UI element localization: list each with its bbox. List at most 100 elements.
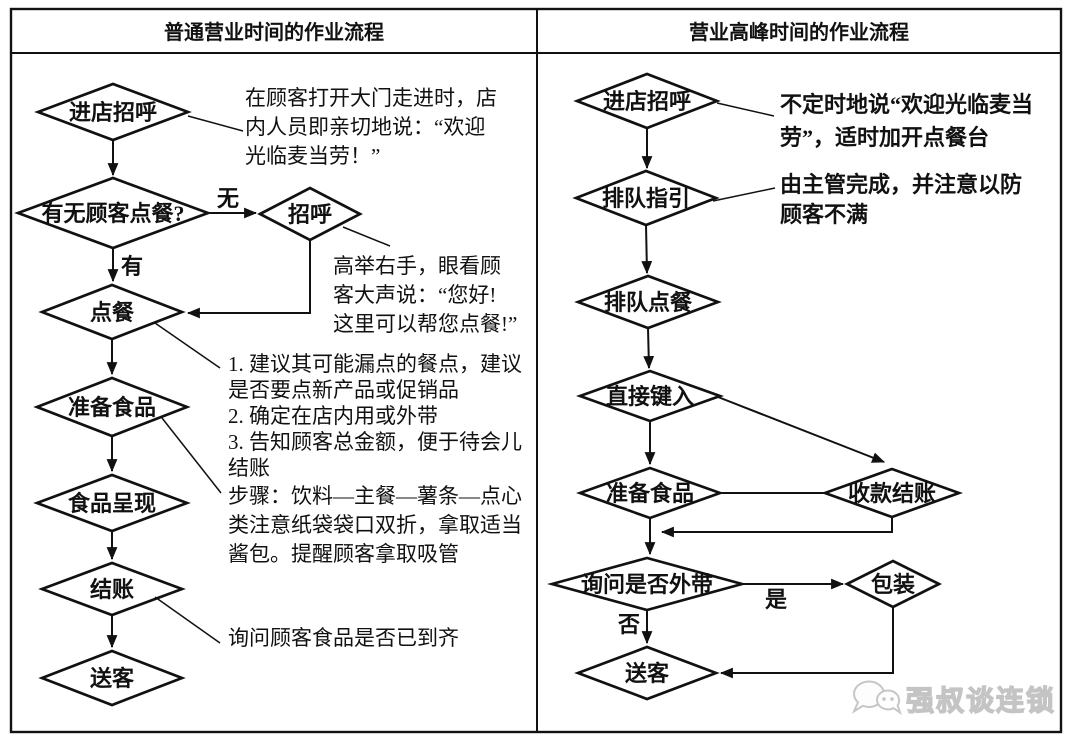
- annotation-line: 内人员即亲切地说：“欢迎: [245, 115, 485, 139]
- diamond-shape: [34, 82, 192, 142]
- annotation-call: 高举右手，眼看顾客大声说：“您好! 这里可以帮您点餐!”: [333, 254, 517, 336]
- annotation-line: 由主管完成，并注意以防: [780, 172, 1022, 197]
- annotation-line: 不定时地说“欢迎光临麦当: [780, 92, 1033, 117]
- annotation-line: 1. 建议其可能漏点的餐点，建议: [228, 352, 522, 376]
- node-take-order: 点餐: [38, 283, 186, 341]
- diamond-shape: [575, 369, 725, 423]
- node-label: 准备食品: [68, 395, 156, 420]
- node-checkout: 结账: [38, 561, 186, 617]
- node-any-customer-order: 有无顾客点餐?: [14, 176, 212, 250]
- diamond-shape: [573, 72, 721, 130]
- node-label: 点餐: [90, 300, 135, 325]
- left-flowchart: 进店招呼 有无顾客点餐? 招呼 点餐 准备食品 食品呈现 结账 送客: [14, 82, 522, 707]
- node-label: 送客: [90, 666, 135, 691]
- annotation-line: 结账: [228, 456, 270, 480]
- node-label: 排队指引: [602, 186, 690, 211]
- diamond-shape: [574, 274, 722, 330]
- leader-checkout-note: [154, 596, 221, 644]
- annotation-line: 顾客不满: [780, 202, 868, 227]
- node-label: 排队点餐: [604, 290, 693, 315]
- arrow-payment-return: [660, 517, 893, 538]
- left-column-header: 普通营业时间的作业流程: [164, 20, 384, 44]
- node-prepare-food-peak: 准备食品: [575, 466, 725, 520]
- node-label: 结账: [90, 577, 134, 602]
- annotation-queueguide: 由主管完成，并注意以防顾客不满: [780, 172, 1022, 227]
- node-present-food: 食品呈现: [33, 473, 191, 533]
- node-send-off-peak: 送客: [574, 645, 720, 701]
- diamond-shape: [572, 169, 720, 227]
- annotation-line: 类注意纸袋袋口双折，拿取适当: [228, 513, 522, 537]
- annotation-line: 2. 确定在店内用或外带: [228, 404, 438, 428]
- node-label: 直接键入: [606, 384, 694, 409]
- annotation-greet: 在顾客打开大门走进时，店内人员即亲切地说：“欢迎光临麦当劳！”: [245, 86, 497, 168]
- node-collect-payment: 收款结账: [820, 467, 964, 519]
- arrow-packaging-to-sendoff: [719, 607, 894, 679]
- node-label: 收款结账: [848, 481, 936, 506]
- annotation-line: 客大声说：“您好!: [333, 283, 496, 307]
- diamond-shape: [38, 649, 186, 707]
- leader-order-note: [154, 322, 221, 369]
- diamond-shape: [33, 473, 191, 533]
- chat-bubbles-icon: [851, 680, 902, 715]
- node-label: 食品呈现: [68, 491, 156, 516]
- annotation-line: 光临麦当劳！”: [245, 144, 380, 168]
- arrow-call-to-order: [186, 240, 311, 319]
- edge-label-yes: 有: [121, 254, 143, 279]
- diamond-shape: [257, 186, 363, 242]
- annotation-line: 酱包。提醒顾客拿取吸管: [228, 542, 459, 566]
- annotation-checkout: 询问顾客食品是否已到齐: [228, 626, 459, 650]
- edge-label-no: 无: [217, 186, 239, 211]
- node-direct-keyin: 直接键入: [575, 369, 725, 423]
- leader-queueguide-note: [712, 187, 776, 202]
- node-store-greeting-peak: 进店招呼: [573, 72, 721, 130]
- arrow-queueguide-to-queueorder: [641, 224, 653, 275]
- node-label: 询问是否外带: [581, 572, 713, 597]
- node-label: 进店招呼: [603, 89, 691, 114]
- node-send-off: 送客: [38, 649, 186, 707]
- node-label: 有无顾客点餐?: [41, 201, 184, 226]
- chat-bubble-large: [851, 680, 886, 714]
- diamond-shape: [38, 561, 186, 617]
- node-queue-guidance: 排队指引: [572, 169, 720, 227]
- leader-call-note: [342, 226, 391, 247]
- diamond-shape: [38, 283, 186, 341]
- edge-label-no: 否: [617, 612, 640, 637]
- annotation-greet-peak: 不定时地说“欢迎光临麦当劳”，适时加开点餐台: [780, 92, 1033, 150]
- node-prepare-food: 准备食品: [33, 376, 191, 438]
- annotation-prepare-steps: 步骤：饮料—主餐—薯条—点心类注意纸袋袋口双折，拿取适当酱包。提醒顾客拿取吸管: [228, 484, 522, 566]
- arrow-queueorder-to-keyin: [643, 327, 655, 370]
- node-packaging: 包装: [843, 559, 943, 609]
- annotation-line: 3. 告知顾客总金额，便于待会儿: [228, 430, 522, 454]
- node-label: 包装: [871, 572, 915, 597]
- watermark: 强叔谈连锁: [851, 680, 1056, 717]
- node-label: 送客: [625, 661, 670, 686]
- annotation-line: 这里可以帮您点餐!”: [333, 312, 517, 336]
- annotation-line: 高举右手，眼看顾: [333, 254, 501, 278]
- diamond-shape: [33, 376, 191, 438]
- leader-greet-note: [187, 115, 244, 132]
- right-flowchart: 进店招呼 排队指引 排队点餐 直接键入 准备食品 收款结账 询问是否外带 包装: [546, 72, 1033, 701]
- node-ask-takeout: 询问是否外带: [546, 556, 748, 612]
- annotation-line: 询问顾客食品是否已到齐: [228, 626, 459, 650]
- watermark-text: 强叔谈连锁: [906, 684, 1056, 716]
- chat-eye-left: [882, 697, 886, 701]
- diamond-shape: [574, 645, 720, 701]
- node-call-greet: 招呼: [257, 186, 363, 242]
- node-label: 招呼: [288, 202, 332, 227]
- node-store-greeting: 进店招呼: [34, 82, 192, 142]
- diamond-shape: [820, 467, 964, 519]
- chat-eye-right: [890, 697, 894, 701]
- right-column-header: 营业高峰时间的作业流程: [689, 20, 909, 44]
- edge-label-yes: 是: [765, 587, 787, 612]
- annotation-line: 在顾客打开大门走进时，店: [245, 86, 497, 110]
- annotation-line: 是否要点新产品或促销品: [228, 378, 459, 402]
- annotation-line: 步骤：饮料—主餐—薯条—点心: [228, 484, 522, 508]
- arrow-keyin-to-payment: [717, 396, 886, 463]
- node-label: 进店招呼: [69, 100, 157, 125]
- diamond-shape: [843, 559, 943, 609]
- annotation-line: 劳”，适时加开点餐台: [780, 125, 989, 150]
- node-label: 准备食品: [606, 481, 694, 506]
